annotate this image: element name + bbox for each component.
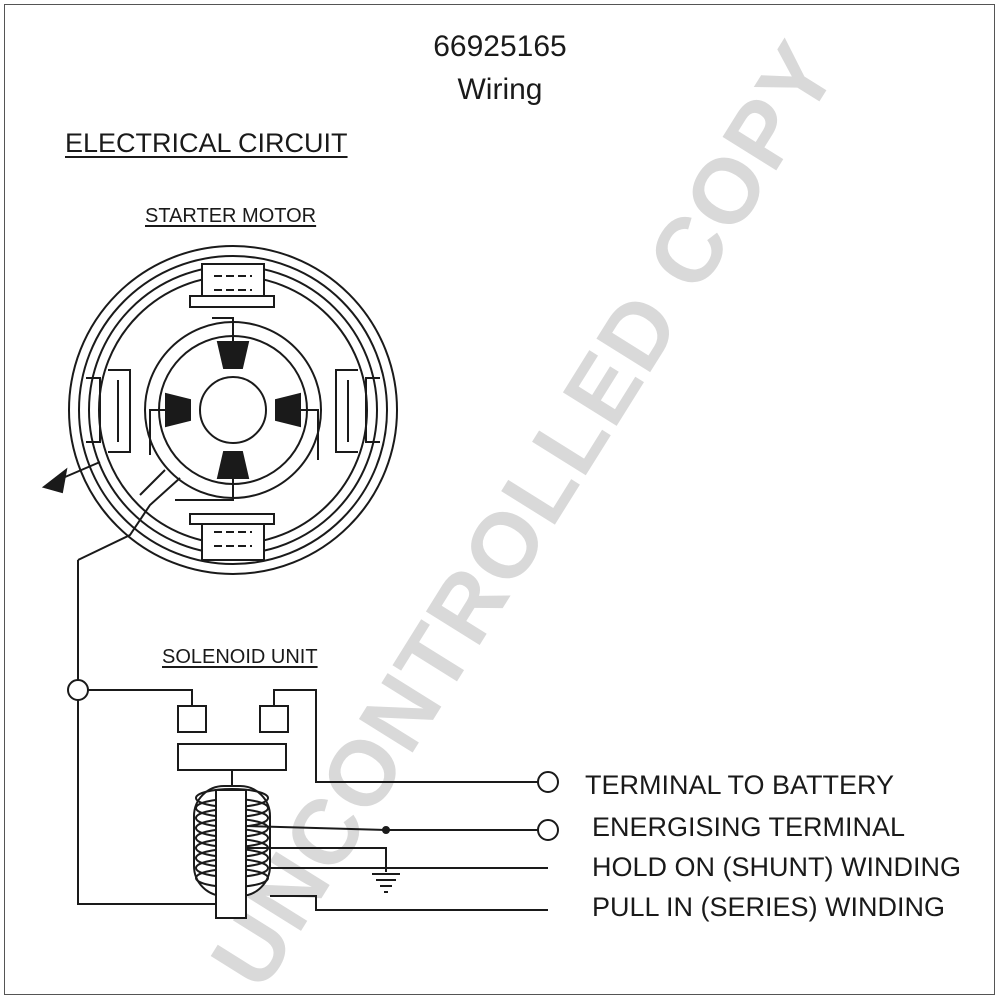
brush-left	[165, 392, 191, 428]
hold-on-earth-wire	[246, 847, 387, 872]
solenoid-unit-label: SOLENOID UNIT	[162, 646, 318, 668]
starter-motor	[41, 245, 398, 575]
contact-plate	[177, 743, 287, 771]
motor-ring-2	[78, 255, 388, 565]
motor-ring-4	[98, 275, 368, 545]
brush-top	[216, 341, 250, 369]
brush-right	[275, 392, 301, 428]
energising-junction	[382, 826, 390, 834]
field-coil-right	[335, 369, 380, 453]
motor-outer-ring	[68, 245, 398, 575]
field-coil-bottom	[189, 513, 275, 561]
brush-bottom	[216, 451, 250, 479]
battery-wire	[273, 689, 538, 783]
battery-terminal	[537, 771, 559, 793]
energising-terminal-label: ENERGISING TERMINAL	[592, 812, 906, 842]
brush-lead-bottom	[175, 478, 234, 501]
left-contact-wire	[88, 689, 193, 706]
diagram-subtitle: Wiring	[457, 73, 543, 106]
field-lead	[77, 477, 181, 561]
section-heading: ELECTRICAL CIRCUIT	[65, 128, 348, 158]
part-number: 66925165	[433, 30, 567, 63]
starter-motor-label: STARTER MOTOR	[145, 205, 317, 227]
motor-ring-3	[88, 265, 378, 555]
energising-terminal	[537, 819, 559, 841]
solenoid-unit	[67, 679, 548, 919]
pull-in-winding-label: PULL IN (SERIES) WINDING	[592, 892, 946, 922]
field-coil-top	[189, 263, 275, 308]
brush-lead-right	[300, 409, 319, 460]
plunger	[215, 789, 247, 919]
energising-wire	[245, 825, 540, 831]
hold-on-winding-label: HOLD ON (SHUNT) WINDING	[592, 852, 961, 882]
shaft-hole	[199, 376, 267, 444]
brush-lead-left	[149, 409, 166, 455]
earth-arrow-icon	[41, 467, 68, 494]
field-lead-2	[139, 469, 166, 496]
solenoid-node	[67, 679, 89, 701]
node-return-wire	[77, 700, 216, 905]
terminal-to-battery-label: TERMINAL TO BATTERY	[585, 770, 895, 800]
right-contact	[259, 705, 289, 733]
field-coil-left	[86, 369, 131, 453]
drawing-frame	[4, 4, 995, 995]
brush-lead-top	[212, 317, 234, 342]
left-contact	[177, 705, 207, 733]
pull-in-wire	[270, 895, 548, 911]
